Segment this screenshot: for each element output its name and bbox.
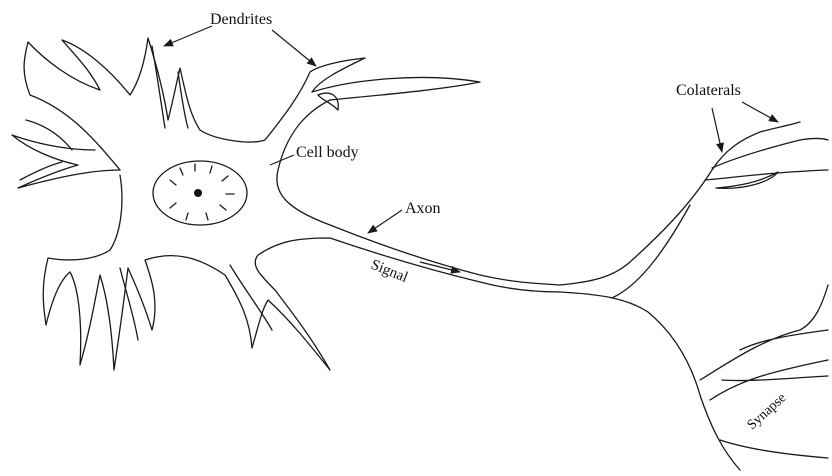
colaterals-arrow-right xyxy=(742,102,778,122)
collateral-branch-inner xyxy=(716,172,778,188)
synapse-terminal xyxy=(700,285,828,458)
dendrites-arrow-left xyxy=(164,26,212,46)
dendrites-label: Dendrites xyxy=(210,11,272,28)
collateral-branch-upper xyxy=(705,139,828,181)
nucleus xyxy=(153,161,247,225)
axon-split xyxy=(612,205,690,298)
colaterals-label: Colaterals xyxy=(676,82,741,99)
soma-contour-lower xyxy=(12,135,560,370)
synapse-label: Synapse xyxy=(745,391,790,433)
colaterals-arrow-left xyxy=(712,108,722,152)
axon-upper-edge xyxy=(560,122,800,285)
axon-and-branches xyxy=(560,122,828,470)
axon-lower-edge xyxy=(560,292,740,470)
label-arrows xyxy=(164,26,778,272)
axon-label: Axon xyxy=(405,200,441,217)
axon-arrow xyxy=(368,210,402,233)
dendrite-left xyxy=(20,120,72,180)
soma-contour-upper xyxy=(24,38,560,285)
dendrites-arrow-right xyxy=(272,30,316,66)
soma-and-dendrites xyxy=(12,38,560,370)
dendrite-top xyxy=(152,46,188,128)
cell-body-label: Cell body xyxy=(296,144,359,161)
